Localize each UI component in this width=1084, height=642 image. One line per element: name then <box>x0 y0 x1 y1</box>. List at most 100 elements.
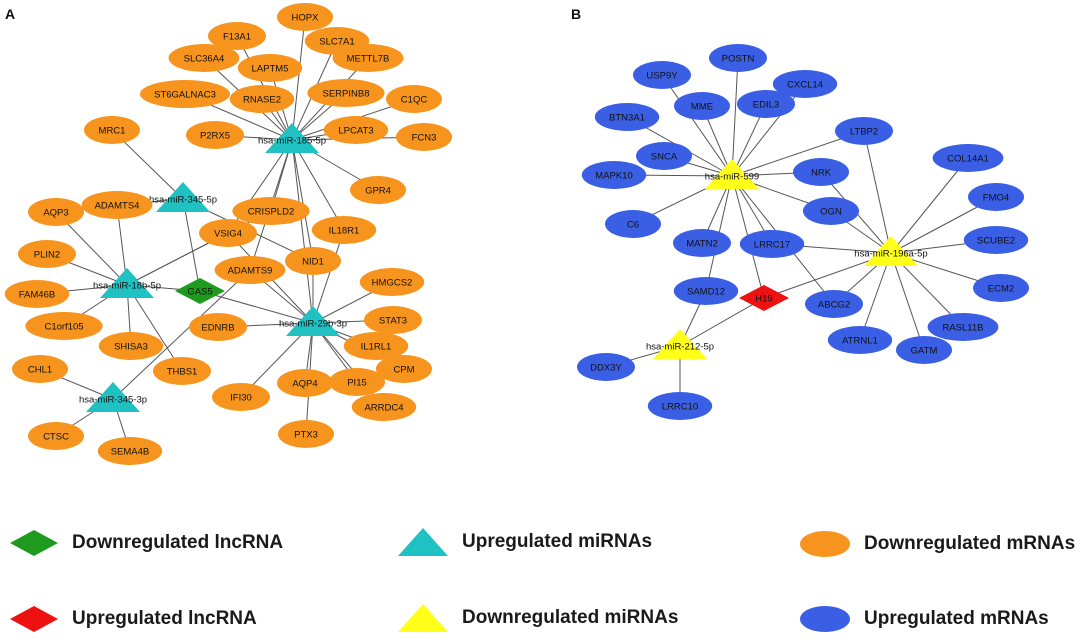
node-label: hsa-miR-196a-5p <box>854 248 927 259</box>
node-ellipse <box>186 121 244 149</box>
node-aqp3: AQP3 <box>28 198 84 226</box>
edge-mir185-mir29b <box>291 139 314 324</box>
node-ellipse <box>98 332 164 360</box>
node-ellipse <box>647 392 713 420</box>
node-label: ARRDC4 <box>364 402 403 413</box>
node-ellipse <box>674 92 730 120</box>
node-label: POSTN <box>722 53 755 64</box>
node-lrrc10: LRRC10 <box>647 392 713 420</box>
node-c1orf105: C1orf105 <box>25 312 103 340</box>
node-cxcl14: CXCL14 <box>772 70 838 98</box>
node-mme: MME <box>674 92 730 120</box>
node-mir345_5p: hsa-miR-345-5p <box>149 182 217 212</box>
node-label: GAS5 <box>187 286 212 297</box>
node-ellipse <box>343 332 409 360</box>
node-ellipse <box>350 176 406 204</box>
node-h19: H19 <box>739 285 789 311</box>
node-triangle <box>653 329 707 359</box>
edge-mir29b-il18r1 <box>312 229 345 324</box>
node-label: PLIN2 <box>34 249 60 260</box>
node-ellipse <box>4 280 70 308</box>
node-label: CPM <box>393 364 414 375</box>
node-ellipse <box>97 437 163 465</box>
node-rnase2: RNASE2 <box>229 85 295 113</box>
node-gpr4: GPR4 <box>350 176 406 204</box>
legend-label: Upregulated miRNAs <box>462 531 653 552</box>
node-slc36a4: SLC36A4 <box>168 44 240 72</box>
node-label: USP9Y <box>646 70 678 81</box>
panel-b-network: hsa-miR-599 hsa-miR-196a-5p hsa-miR-212-5p… <box>577 44 1029 420</box>
node-ellipse <box>81 191 153 219</box>
edge-mir212-h19 <box>679 297 765 347</box>
green-diamond-icon <box>10 530 58 556</box>
node-label: MAPK10 <box>595 170 633 181</box>
edge-mir185-nid1 <box>291 139 314 262</box>
node-ellipse <box>581 161 647 189</box>
edge-mir196a-atrnl1 <box>859 252 892 341</box>
node-label: C1orf105 <box>44 321 83 332</box>
node-ellipse <box>968 183 1024 211</box>
node-pi15: PI15 <box>329 368 385 396</box>
node-ellipse <box>332 44 404 72</box>
node-label: IL18R1 <box>329 225 360 236</box>
node-adamts9: ADAMTS9 <box>214 256 286 284</box>
node-mir29b: hsa-miR-29b-3p <box>279 306 347 336</box>
node-scube2: SCUBE2 <box>963 226 1029 254</box>
node-mettl7b: METTL7B <box>332 44 404 72</box>
node-label: FAM46B <box>19 289 55 300</box>
node-label: AQP4 <box>292 378 317 389</box>
node-label: MRC1 <box>99 125 126 136</box>
node-label: hsa-miR-599 <box>705 171 759 182</box>
node-ellipse <box>932 144 1004 172</box>
node-ellipse <box>28 198 84 226</box>
node-label: ABCG2 <box>818 299 850 310</box>
node-label: SLC36A4 <box>184 53 225 64</box>
node-triangle <box>864 236 918 266</box>
node-ellipse <box>232 197 310 225</box>
node-nid1: NID1 <box>285 247 341 275</box>
node-nrk: NRK <box>793 158 849 186</box>
node-label: hsa-miR-212-5p <box>646 341 714 352</box>
node-triangle <box>705 159 759 189</box>
node-label: RNASE2 <box>243 94 281 105</box>
node-mir345_3p: hsa-miR-345-3p <box>79 382 147 412</box>
node-ellipse <box>636 142 692 170</box>
node-label: MATN2 <box>686 238 718 249</box>
legend-label: Upregulated lncRNA <box>72 608 257 629</box>
node-diamond <box>175 278 225 304</box>
node-f13a1: F13A1 <box>208 22 266 50</box>
node-stat3: STAT3 <box>364 306 422 334</box>
node-label: PTX3 <box>294 429 318 440</box>
node-ellipse <box>285 247 341 275</box>
node-label: FCN3 <box>412 132 437 143</box>
node-st6galnac3: ST6GALNAC3 <box>140 80 230 108</box>
legend-downregulated-mirnas: Downregulated miRNAs <box>398 602 678 634</box>
node-gatm: GATM <box>896 336 952 364</box>
node-c6: C6 <box>605 210 661 238</box>
node-label: IFI30 <box>230 392 252 403</box>
node-triangle <box>100 268 154 298</box>
node-label: METTL7B <box>347 53 390 64</box>
node-label: GATM <box>911 345 938 356</box>
node-gas5: GAS5 <box>175 278 225 304</box>
node-triangle <box>86 382 140 412</box>
node-ellipse <box>323 116 389 144</box>
node-label: BTN3A1 <box>609 112 645 123</box>
node-edil3: EDIL3 <box>737 90 795 118</box>
node-ellipse <box>208 22 266 50</box>
node-label: CXCL14 <box>787 79 823 90</box>
node-serpinb8: SERPINB8 <box>307 79 385 107</box>
node-label: ADAMTS9 <box>228 265 273 276</box>
node-ellipse <box>896 336 952 364</box>
node-ellipse <box>351 393 417 421</box>
node-rasl11b: RASL11B <box>927 313 999 341</box>
node-chl1: CHL1 <box>12 355 68 383</box>
node-fam46b: FAM46B <box>4 280 70 308</box>
node-label: H19 <box>755 293 772 304</box>
node-mir185: hsa-miR-185-5p <box>258 123 326 153</box>
node-label: LPCAT3 <box>338 125 373 136</box>
node-group: hsa-miR-185-5phsa-miR-345-5phsa-miR-18b-… <box>4 3 452 465</box>
node-mrc1: MRC1 <box>84 116 140 144</box>
network-diagram: A B hsa-miR-185-5phsa-miR-345-5phsa-miR-… <box>4 3 1029 465</box>
node-ogn: OGN <box>803 197 859 225</box>
